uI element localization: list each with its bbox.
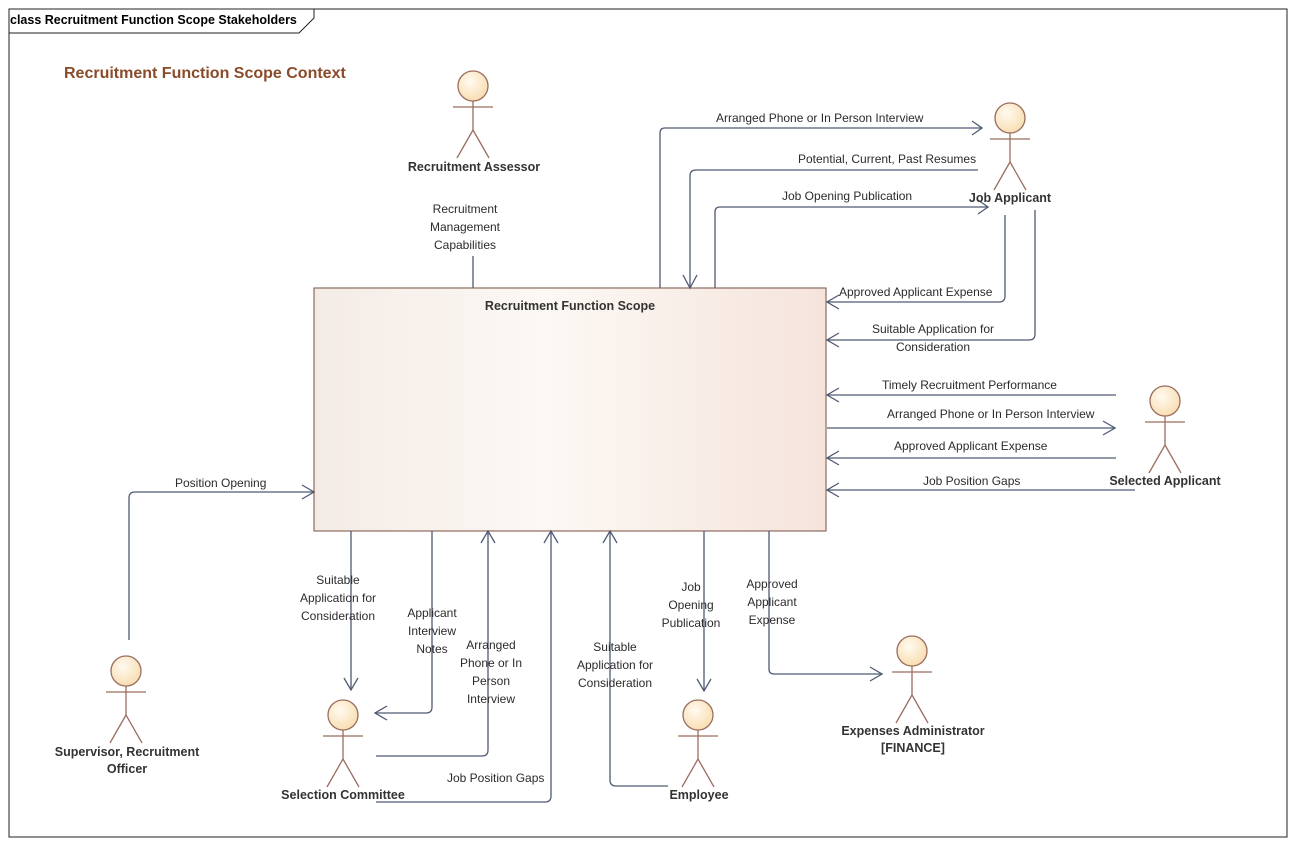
arrowhead xyxy=(869,666,884,682)
actors xyxy=(106,70,1185,788)
actor-employee: Employee xyxy=(669,788,729,802)
actor-selected-applicant: Selected Applicant xyxy=(1109,474,1221,488)
flow-label-emp-publication: Job Opening Publication xyxy=(661,580,721,630)
arrowhead xyxy=(825,450,840,466)
arrowhead xyxy=(480,529,496,544)
context-title: Recruitment Function Scope Context xyxy=(64,65,346,82)
flow-label-sc-interview: Arranged Phone or In Person Interview xyxy=(459,638,523,706)
arrowhead xyxy=(825,482,840,498)
arrowhead xyxy=(343,677,359,692)
flow-label-ea-expense: Approved Applicant Expense xyxy=(746,577,798,627)
arrowhead xyxy=(373,705,388,721)
flow-label-sc-notes: Applicant Interview Notes xyxy=(407,606,457,656)
flow-label-ja-interview: Arranged Phone or In Person Interview xyxy=(716,111,924,125)
flow-label-sc-suitable: Suitable Application for Consideration xyxy=(299,573,377,623)
frame-border xyxy=(8,8,1288,838)
flow-label-sc-gaps: Job Position Gaps xyxy=(447,771,545,785)
flow-label-ja-publication: Job Opening Publication xyxy=(782,189,913,203)
scope-box[interactable] xyxy=(313,287,827,532)
arrowhead xyxy=(971,120,984,136)
flow-label-ja-suitable: Suitable Application for Consideration xyxy=(871,322,995,354)
actor-supervisor: Supervisor, Recruitment Officer xyxy=(54,745,200,776)
arrowhead xyxy=(602,529,618,544)
arrowhead xyxy=(682,274,698,290)
selection-committee-icon[interactable] xyxy=(323,699,363,788)
arrowhead xyxy=(696,678,712,693)
arrowhead xyxy=(825,332,840,348)
actor-job-applicant: Job Applicant xyxy=(968,191,1052,205)
expenses-admin-icon[interactable] xyxy=(892,635,932,724)
actor-expenses-admin: Expenses Administrator [FINANCE] xyxy=(841,724,985,755)
selected-applicant-icon[interactable] xyxy=(1145,385,1185,474)
connector-sup-position xyxy=(128,491,314,640)
connector-ea-expense xyxy=(768,531,882,675)
supervisor-icon[interactable] xyxy=(106,655,146,744)
connector-sc-notes xyxy=(375,531,433,714)
connectors xyxy=(128,120,1135,803)
flow-label-sa-timely: Timely Recruitment Performance xyxy=(882,378,1057,392)
connector-sc-gaps xyxy=(376,531,552,803)
arrowhead xyxy=(543,529,559,544)
arrowhead xyxy=(1102,420,1117,436)
connector-ja-interview xyxy=(659,127,982,288)
flow-label-emp-suitable: Suitable Application for Consideration xyxy=(576,640,654,690)
flow-label-ja-resumes: Potential, Current, Past Resumes xyxy=(798,152,977,166)
actor-selection-committee: Selection Committee xyxy=(281,788,405,802)
flow-label-ja-expense: Approved Applicant Expense xyxy=(839,285,993,299)
connector-ja-publication xyxy=(714,206,988,288)
arrowhead xyxy=(825,387,840,403)
arrowhead xyxy=(301,484,316,500)
arrowhead xyxy=(977,199,990,215)
flow-label-sup-position: Position Opening xyxy=(175,476,267,490)
connector-emp-suitable xyxy=(609,531,668,787)
connector-sc-interview xyxy=(376,531,489,757)
connector-ja-expense xyxy=(827,215,1006,303)
flow-label-sa-gaps: Job Position Gaps xyxy=(923,474,1021,488)
recruitment-assessor-icon[interactable] xyxy=(453,70,493,159)
flow-label-assessor-capabilities: Recruitment Management Capabilities xyxy=(429,202,501,252)
flow-label-sa-interview: Arranged Phone or In Person Interview xyxy=(887,407,1095,421)
flow-label-sa-expense: Approved Applicant Expense xyxy=(894,439,1048,453)
frame-tab-shape xyxy=(8,8,315,34)
actor-recruitment-assessor: Recruitment Assessor xyxy=(407,160,541,174)
connector-ja-resumes xyxy=(689,169,978,288)
connector-ja-suitable xyxy=(827,210,1036,341)
job-applicant-icon[interactable] xyxy=(990,102,1030,191)
employee-icon[interactable] xyxy=(678,699,718,788)
frame-title: class Recruitment Function Scope Stakeho… xyxy=(10,13,297,27)
arrowhead xyxy=(825,294,840,310)
scope-box-title: Recruitment Function Scope xyxy=(484,299,656,313)
